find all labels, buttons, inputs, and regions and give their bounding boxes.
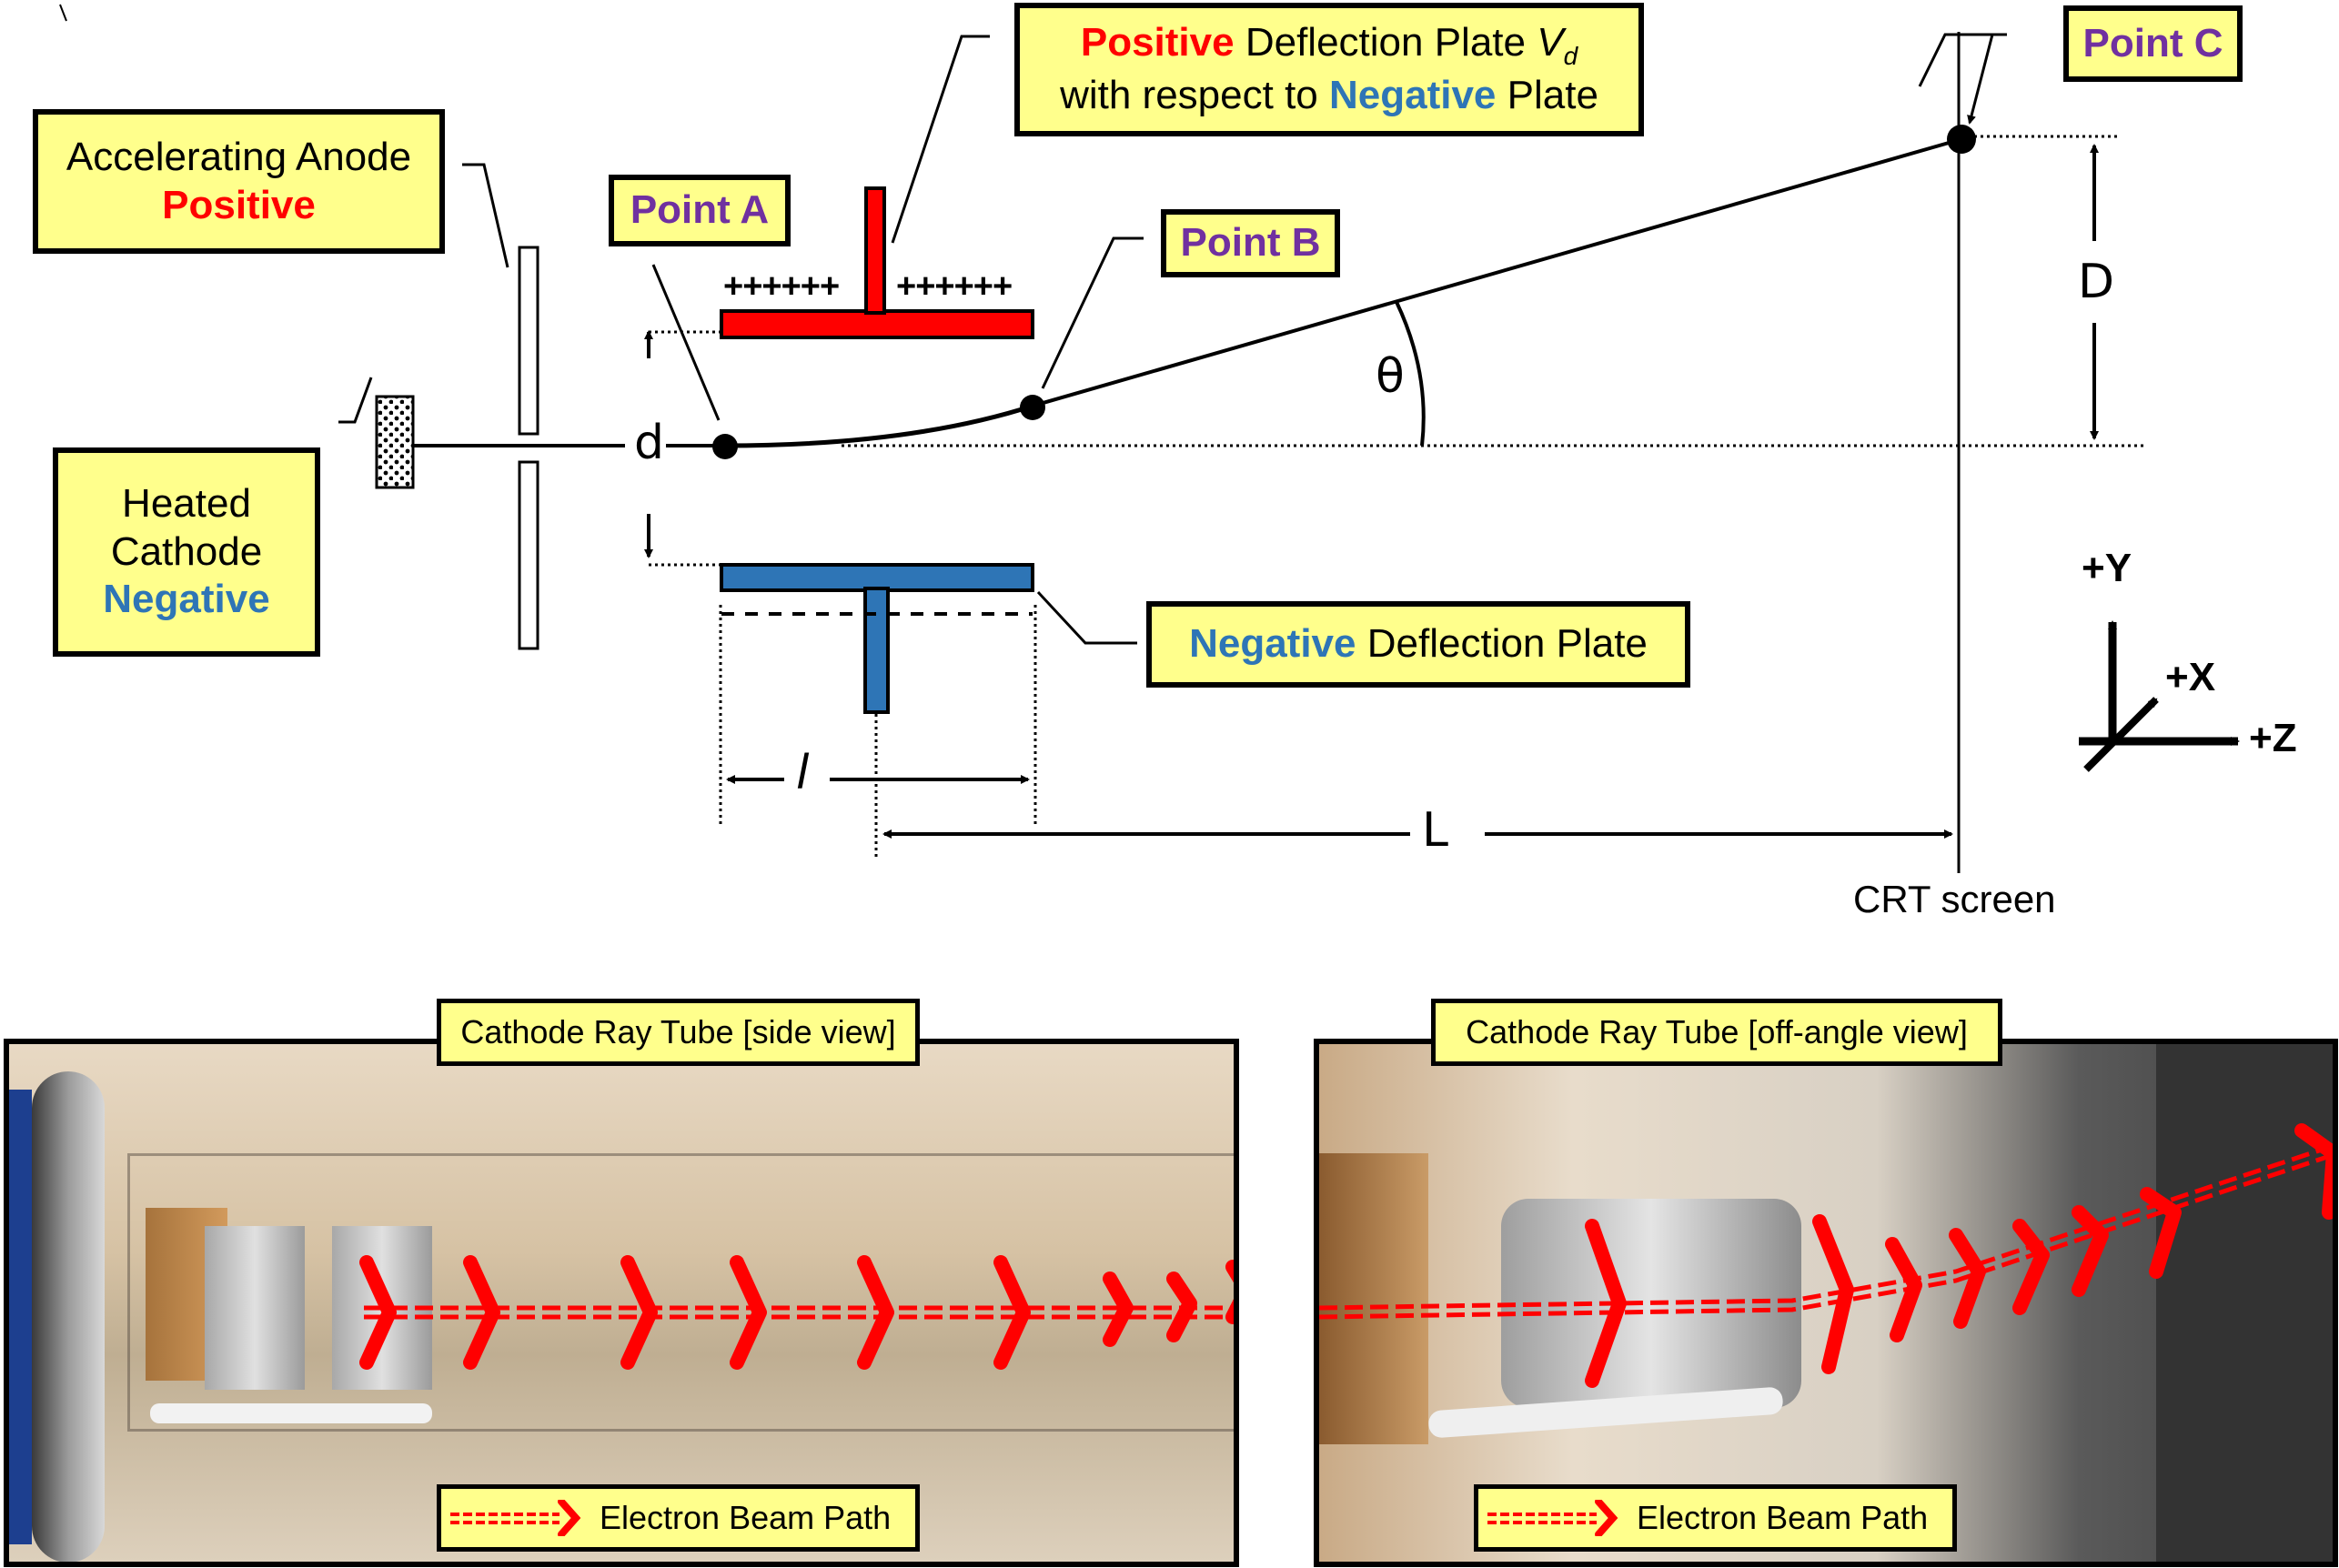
positive-plate-line1: Positive Deflection Plate Vd [1081,19,1578,71]
stray-mark [59,4,67,22]
heated-cathode-polarity: Negative [103,577,270,622]
ceramic-rod [150,1403,432,1423]
negative-plate-bar [720,563,1034,592]
negative-plate-stem [863,587,890,714]
side-view-legend: Electron Beam Path [437,1484,920,1552]
point-b-leader [1041,236,1144,389]
beam-chevron [1585,1219,1627,1388]
beam-chevron [1166,1271,1197,1342]
tube-base [32,1071,105,1562]
axis-z-label: +Z [2249,716,2297,760]
beam-path-overlay [1319,1123,2333,1388]
beam-path-dash-2 [1319,1152,2333,1320]
beam-path-legend-icon [1487,1500,1618,1536]
beam-chevron [993,1255,1031,1370]
positive-plate-line2: with respect to Negative Plate [1060,72,1598,120]
anode-plate-upper [518,246,539,436]
vd-symbol: V [1537,20,1564,65]
beam-chevron [1225,1260,1234,1324]
d-symbol: d [634,416,665,470]
beam-straight [1033,137,1962,407]
point-b-label: Point B [1180,220,1321,266]
point-a-dot [712,434,738,459]
off-angle-legend-label: Electron Beam Path [1637,1499,1929,1536]
beam-chevron [463,1255,500,1370]
axis-x-label: +X [2165,655,2216,699]
deflection-plate-text: Deflection Plate [1234,20,1537,65]
beam-chevron [2140,1187,2182,1279]
accelerating-anode-polarity: Positive [162,182,316,227]
beam-chevron [1103,1271,1134,1347]
theta-symbol: θ [1376,349,1405,404]
beam-path-overlay [359,1255,1234,1370]
beam-chevron [730,1255,767,1370]
beam-chevron [2072,1205,2109,1297]
negative-plate-text: Deflection Plate [1356,621,1648,667]
point-a-label: Point A [630,187,770,233]
beam-chevron [1885,1237,1922,1342]
off-angle-view-title: Cathode Ray Tube [off-angle view] [1431,999,2002,1066]
tube-socket [9,1090,32,1544]
anode-plate-lower [518,460,539,650]
beam-chevron [1812,1214,1854,1374]
plate-text: Plate [1496,72,1598,117]
side-view-title: Cathode Ray Tube [side view] [437,999,920,1066]
plus-charges-left: ++++++ [723,267,840,306]
point-b-dot [1020,395,1045,420]
heated-cathode-callout: Heated Cathode Negative [53,447,320,657]
positive-word: Positive [1080,20,1235,65]
beam-chevron [857,1255,894,1370]
metal-electrode-1 [205,1226,305,1390]
point-c-callout: Point C [2063,5,2243,82]
beam-path-dash-1 [1319,1143,2333,1311]
negative-plate-leader [1036,590,1137,645]
negative-plate-callout: Negative Deflection Plate [1146,601,1690,688]
crt-screen-label: CRT screen [1853,878,2056,920]
positive-plate-stem [864,186,886,315]
point-b-callout: Point B [1161,209,1340,277]
heated-cathode-block [375,395,415,489]
theta-arc [1395,301,1426,447]
point-c-arrow [1967,34,1994,125]
heated-cathode-label-1: Heated [122,480,251,526]
D-symbol: D [2078,255,2115,309]
copper-electrode [1319,1153,1428,1444]
beam-chevron [2012,1219,2050,1315]
point-a-leader [651,264,721,421]
beam-chevron [2294,1123,2333,1220]
accelerating-anode-callout: Accelerating Anode Positive [33,109,445,254]
positive-plate-callout: Positive Deflection Plate Vd with respec… [1014,3,1644,136]
point-c-dot [1947,125,1976,154]
electrode-assembly [127,1153,1234,1432]
l-symbol: l [796,746,810,800]
cathode-leader [338,377,373,424]
with-respect-text: with respect to [1060,72,1329,117]
beam-curve [723,403,1034,448]
point-a-callout: Point A [609,175,791,246]
negative-plate-word: Negative [1189,621,1356,667]
L-symbol: L [1422,803,1448,858]
axis-x-arrow [2083,697,2159,772]
positive-plate-bar [720,309,1034,339]
positive-plate-leader [891,35,990,244]
negative-word: Negative [1328,72,1497,117]
crt-off-angle-photo [1314,1039,2338,1567]
point-c-label: Point C [2082,20,2223,65]
plus-charges-right: ++++++ [896,267,1013,306]
off-angle-view-legend: Electron Beam Path [1474,1484,1957,1552]
beam-path-legend-icon [450,1500,581,1536]
side-view-legend-label: Electron Beam Path [600,1499,892,1536]
point-c-leader [1918,33,2007,87]
anode-leader [462,163,509,268]
axis-y-label: +Y [2082,546,2132,590]
vd-subscript: d [1563,42,1578,71]
crt-side-view-photo [4,1039,1239,1567]
beam-chevron [1949,1228,1986,1329]
heated-cathode-label-2: Cathode [110,528,263,574]
accelerating-anode-label: Accelerating Anode [66,134,412,179]
beam-chevron [620,1255,658,1370]
beam-chevron [359,1255,397,1370]
